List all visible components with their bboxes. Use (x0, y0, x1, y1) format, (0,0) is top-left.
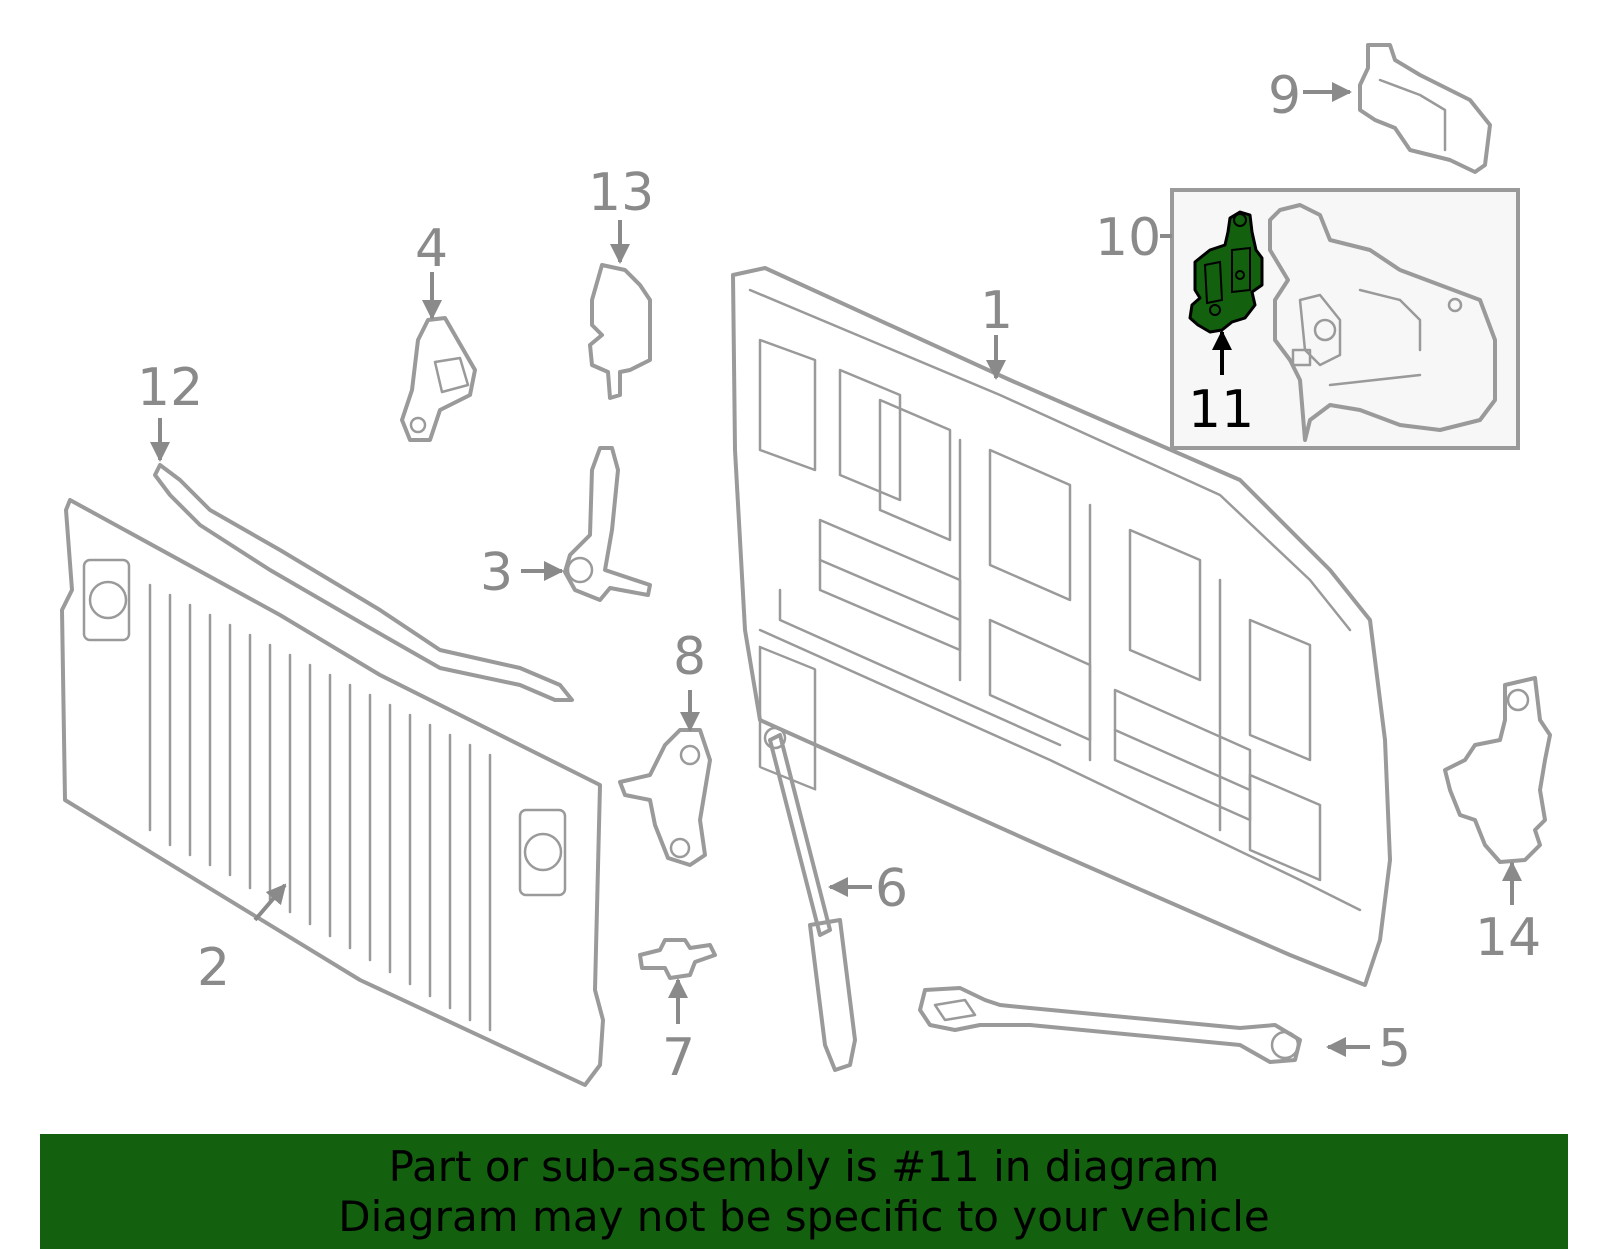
part-13-bumper (588, 263, 652, 400)
info-banner: Part or sub-assembly is #11 in diagram D… (40, 1134, 1568, 1249)
part-6-support-strut (763, 726, 857, 1072)
callout-13: 13 (588, 163, 654, 223)
part-12-rod (153, 463, 574, 702)
callout-3: 3 (480, 543, 513, 603)
callout-14: 14 (1475, 908, 1541, 968)
callout-12: 12 (137, 358, 203, 418)
part-7-clip (638, 938, 717, 980)
callout-1: 1 (980, 281, 1013, 341)
callout-2: 2 (197, 938, 230, 998)
callout-10: 10 (1095, 208, 1161, 268)
part-1-tailgate-inner-panel (731, 266, 1392, 987)
part-3-hinge (563, 446, 652, 602)
callout-11: 11 (1188, 380, 1254, 440)
part-9-cover (1358, 43, 1492, 174)
callout-9: 9 (1268, 66, 1301, 126)
banner-line-disclaimer: Diagram may not be specific to your vehi… (338, 1192, 1270, 1241)
banner-line-part-number: Part or sub-assembly is #11 in diagram (388, 1142, 1220, 1191)
callout-4: 4 (415, 219, 448, 279)
part-5-cable (918, 986, 1302, 1064)
part-8-bracket (618, 728, 712, 867)
callout-7: 7 (662, 1028, 695, 1088)
callout-6: 6 (875, 859, 908, 919)
callout-5: 5 (1378, 1019, 1411, 1079)
parts-diagram: 1 2 3 4 5 6 7 8 9 10 11 12 13 14 (60, 43, 1552, 1088)
part-4-hinge-bracket (400, 316, 477, 442)
part-14-latch (1443, 676, 1552, 864)
part-2-tailgate-outer-panel (60, 498, 605, 1087)
callout-8: 8 (673, 627, 706, 687)
